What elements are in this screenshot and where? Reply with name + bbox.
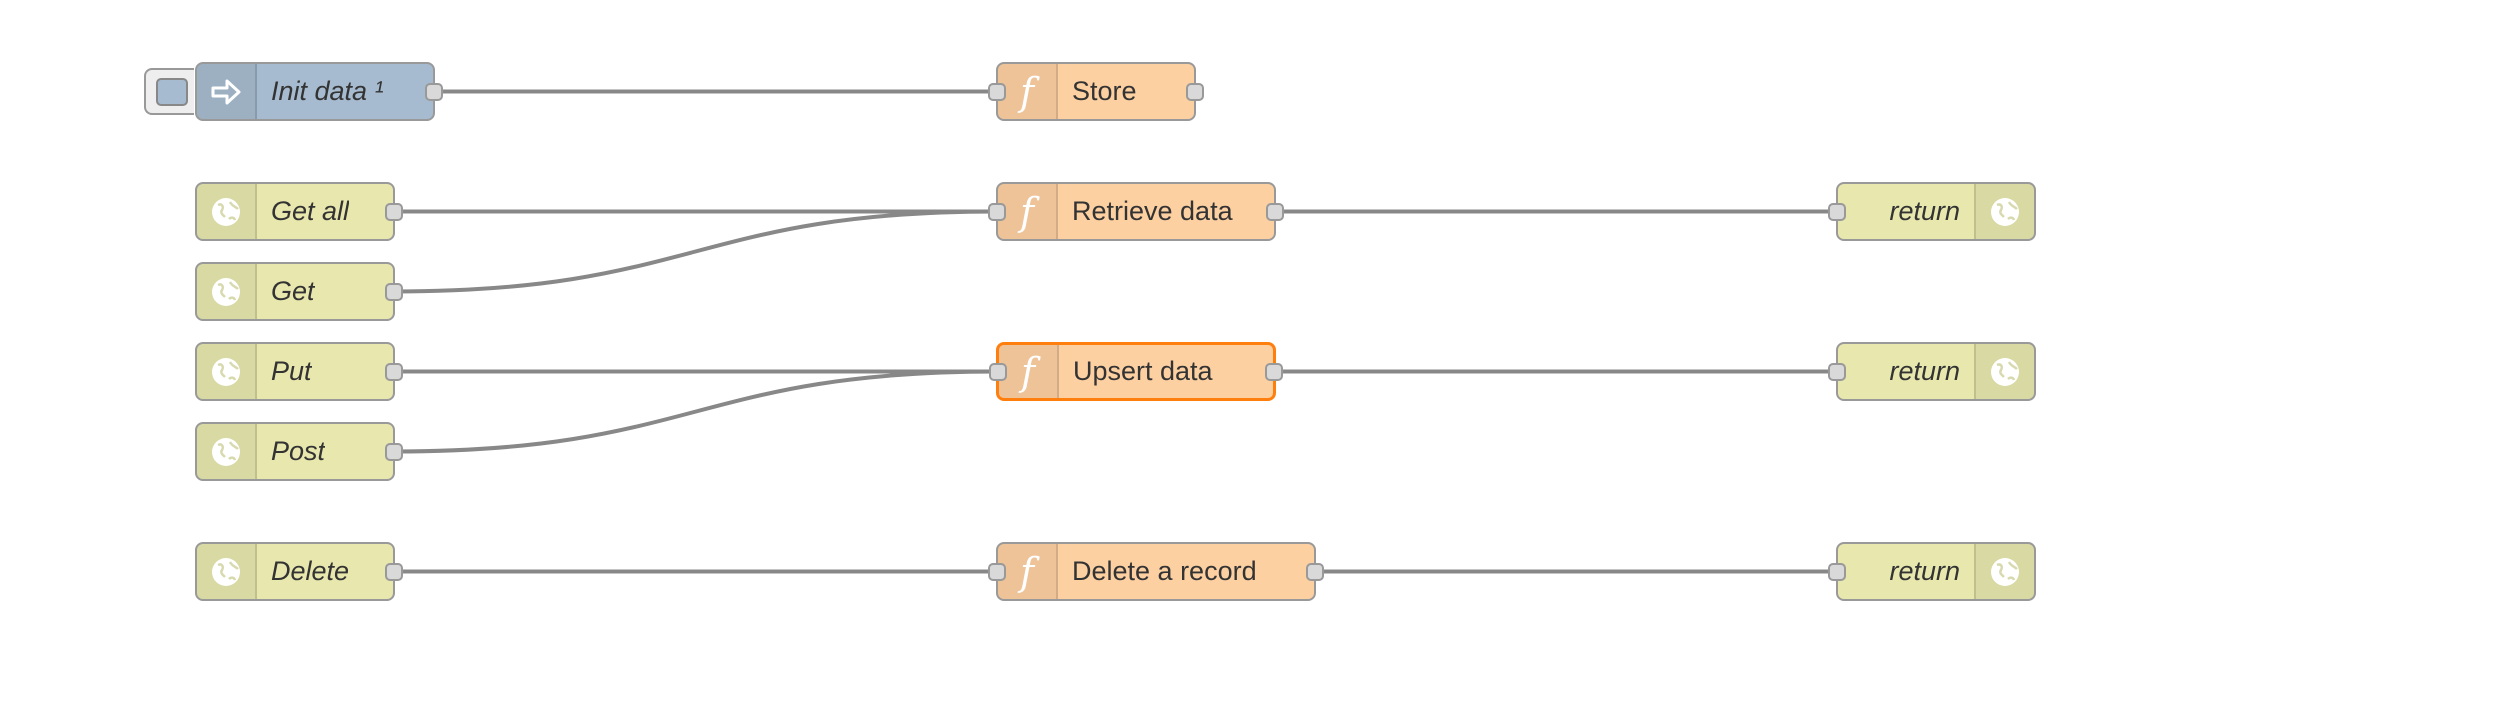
node-return[interactable]: return bbox=[1828, 342, 2036, 401]
node-label: return bbox=[1889, 196, 1960, 226]
node-retrieve-data[interactable]: f Retrieve data bbox=[988, 182, 1284, 241]
function-icon: f bbox=[998, 64, 1058, 119]
output-port[interactable] bbox=[1266, 202, 1284, 221]
globe-icon bbox=[1974, 344, 2034, 399]
output-port[interactable] bbox=[1306, 562, 1324, 581]
output-port[interactable] bbox=[1265, 362, 1283, 381]
node-label: Retrieve data bbox=[1072, 196, 1233, 226]
node-label: Get all bbox=[271, 196, 350, 226]
node-delete-a-record[interactable]: f Delete a record bbox=[988, 542, 1324, 601]
node-put[interactable]: Put bbox=[195, 342, 403, 401]
output-port[interactable] bbox=[385, 362, 403, 381]
node-label: Post bbox=[271, 436, 326, 466]
node-label: Store bbox=[1072, 76, 1137, 106]
node-label: return bbox=[1889, 556, 1960, 586]
function-icon: f bbox=[999, 345, 1059, 398]
node-label: Upsert data bbox=[1073, 356, 1213, 386]
node-delete[interactable]: Delete bbox=[195, 542, 403, 601]
node-label: return bbox=[1889, 356, 1960, 386]
globe-icon bbox=[197, 264, 257, 319]
node-return[interactable]: return bbox=[1828, 542, 2036, 601]
function-icon: f bbox=[998, 544, 1058, 599]
output-port[interactable] bbox=[1186, 82, 1204, 101]
node-label: Delete bbox=[271, 556, 350, 586]
input-port[interactable] bbox=[989, 362, 1007, 381]
input-port[interactable] bbox=[988, 202, 1006, 221]
arrow-in-icon bbox=[197, 64, 257, 119]
inject-trigger-icon bbox=[156, 78, 188, 106]
node-return[interactable]: return bbox=[1828, 182, 2036, 241]
globe-icon bbox=[197, 184, 257, 239]
output-port[interactable] bbox=[385, 202, 403, 221]
node-get[interactable]: Get bbox=[195, 262, 403, 321]
node-label: Get bbox=[271, 276, 315, 306]
output-port[interactable] bbox=[425, 82, 443, 101]
globe-icon bbox=[197, 544, 257, 599]
node-label: Put bbox=[271, 356, 312, 386]
node-label: Delete a record bbox=[1072, 556, 1257, 586]
globe-icon bbox=[1974, 184, 2034, 239]
node-store[interactable]: f Store bbox=[988, 62, 1204, 121]
globe-icon bbox=[1974, 544, 2034, 599]
node-post[interactable]: Post bbox=[195, 422, 403, 481]
output-port[interactable] bbox=[385, 282, 403, 301]
node-get-all[interactable]: Get all bbox=[195, 182, 403, 241]
function-icon: f bbox=[998, 184, 1058, 239]
input-port[interactable] bbox=[1828, 202, 1846, 221]
input-port[interactable] bbox=[1828, 562, 1846, 581]
globe-icon bbox=[197, 424, 257, 479]
input-port[interactable] bbox=[988, 82, 1006, 101]
input-port[interactable] bbox=[988, 562, 1006, 581]
wire-get-to-retrieve_data[interactable] bbox=[393, 209, 998, 294]
output-port[interactable] bbox=[385, 442, 403, 461]
inject-trigger-button[interactable] bbox=[144, 68, 194, 115]
node-label: Init data ¹ bbox=[271, 76, 384, 106]
node-upsert-data[interactable]: f Upsert data bbox=[989, 342, 1283, 401]
node-init-data[interactable]: Init data ¹ bbox=[144, 62, 443, 121]
input-port[interactable] bbox=[1828, 362, 1846, 381]
globe-icon bbox=[197, 344, 257, 399]
wire-post-to-upsert_data[interactable] bbox=[393, 369, 999, 454]
output-port[interactable] bbox=[385, 562, 403, 581]
